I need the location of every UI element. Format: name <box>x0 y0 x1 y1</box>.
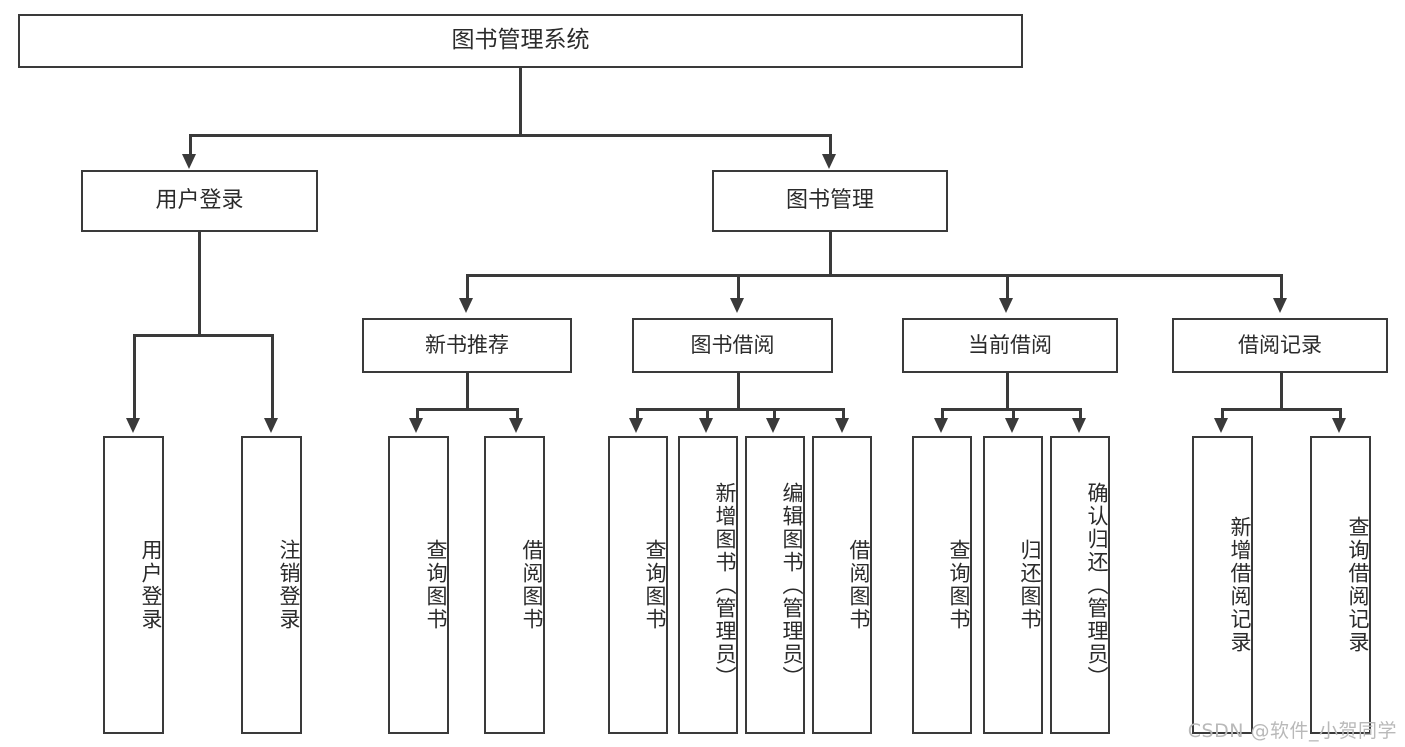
edge-cb-drop-1 <box>941 408 944 420</box>
node-leaf-add-book-label: 新增图书（管理员） <box>713 481 737 689</box>
edge-bb-drop-4 <box>842 408 845 420</box>
node-leaf-query-record[interactable]: 查询借阅记录 <box>1310 436 1371 734</box>
node-leaf-user-login-label: 用户登录 <box>139 539 163 631</box>
node-leaf-user-login[interactable]: 用户登录 <box>103 436 164 734</box>
arrow-to-book-borrow <box>730 298 744 313</box>
arrow-to-borrow-record <box>1273 298 1287 313</box>
node-new-book-recommend[interactable]: 新书推荐 <box>362 318 572 373</box>
node-leaf-user-logout[interactable]: 注销登录 <box>241 436 302 734</box>
node-new-book-recommend-label: 新书推荐 <box>425 332 509 357</box>
edge-borrow-record-bar <box>1221 408 1341 411</box>
node-borrow-record[interactable]: 借阅记录 <box>1172 318 1388 373</box>
edge-level3-bar <box>466 274 1280 277</box>
node-leaf-confirm-return[interactable]: 确认归还（管理员） <box>1050 436 1110 734</box>
node-leaf-return-book-label: 归还图书 <box>1018 539 1042 631</box>
edge-current-borrow-bar <box>941 408 1080 411</box>
node-book-borrow-label: 图书借阅 <box>690 332 775 357</box>
arrow-leaf-add-book <box>699 418 713 433</box>
edge-br-drop-1 <box>1221 408 1224 420</box>
edge-current-borrow-stem <box>1006 373 1009 410</box>
edge-user-login-drop-2 <box>271 334 274 420</box>
node-leaf-query-book-2-label: 查询图书 <box>643 539 667 631</box>
arrow-leaf-return-book <box>1005 418 1019 433</box>
node-root-label: 图书管理系统 <box>451 27 590 54</box>
csdn-watermark: CSDN @软件_小贺同学 <box>1187 720 1397 742</box>
node-leaf-query-book-3[interactable]: 查询图书 <box>912 436 972 734</box>
edge-to-user-login <box>189 134 192 156</box>
arrow-to-current-borrow <box>999 298 1013 313</box>
arrow-leaf-add-record <box>1214 418 1228 433</box>
arrow-leaf-query-record <box>1332 418 1346 433</box>
arrow-leaf-query-book-1 <box>409 418 423 433</box>
arrow-to-user-login <box>182 154 196 169</box>
arrow-to-new-book-recommend <box>459 298 473 313</box>
edge-nbr-drop-1 <box>416 408 419 420</box>
arrow-leaf-borrow-book-2 <box>835 418 849 433</box>
edge-bb-drop-1 <box>636 408 639 420</box>
node-leaf-query-book-3-label: 查询图书 <box>947 539 971 631</box>
edge-borrow-record-stem <box>1280 373 1283 410</box>
node-leaf-add-record[interactable]: 新增借阅记录 <box>1192 436 1253 734</box>
edge-new-book-recommend-stem <box>466 373 469 410</box>
edge-book-borrow-bar <box>636 408 844 411</box>
edge-br-drop-2 <box>1339 408 1342 420</box>
edge-level2-bar <box>189 134 832 137</box>
node-current-borrow-label: 当前借阅 <box>968 332 1052 357</box>
node-leaf-borrow-book-2-label: 借阅图书 <box>847 539 871 631</box>
edge-root-stem <box>519 68 522 136</box>
arrow-leaf-edit-book <box>766 418 780 433</box>
arrow-to-book-manage <box>822 154 836 169</box>
edge-nbr-drop-2 <box>516 408 519 420</box>
edge-cb-drop-2 <box>1012 408 1015 420</box>
node-leaf-edit-book[interactable]: 编辑图书（管理员） <box>745 436 805 734</box>
node-book-manage-label: 图书管理 <box>785 187 874 213</box>
node-leaf-query-record-label: 查询借阅记录 <box>1346 516 1370 654</box>
edge-to-new-book-recommend <box>466 274 469 300</box>
arrow-leaf-confirm-return <box>1072 418 1086 433</box>
node-user-login-label: 用户登录 <box>155 187 244 213</box>
edge-to-current-borrow <box>1006 274 1009 300</box>
arrow-leaf-borrow-book-1 <box>509 418 523 433</box>
node-leaf-add-book[interactable]: 新增图书（管理员） <box>678 436 738 734</box>
edge-book-manage-stem <box>829 232 832 276</box>
node-user-login[interactable]: 用户登录 <box>81 170 318 232</box>
edge-new-book-recommend-bar <box>416 408 518 411</box>
arrow-leaf-query-book-3 <box>934 418 948 433</box>
node-leaf-query-book-1[interactable]: 查询图书 <box>388 436 449 734</box>
edge-book-borrow-stem <box>737 373 740 410</box>
arrow-leaf-query-book-2 <box>629 418 643 433</box>
edge-user-login-drop-1 <box>133 334 136 420</box>
edge-bb-drop-3 <box>773 408 776 420</box>
node-leaf-borrow-book-2[interactable]: 借阅图书 <box>812 436 872 734</box>
node-current-borrow[interactable]: 当前借阅 <box>902 318 1118 373</box>
node-leaf-return-book[interactable]: 归还图书 <box>983 436 1043 734</box>
arrow-leaf-user-login <box>126 418 140 433</box>
edge-user-login-stem <box>198 232 201 336</box>
edge-to-book-manage <box>829 134 832 156</box>
node-leaf-confirm-return-label: 确认归还（管理员） <box>1085 481 1109 689</box>
edge-cb-drop-3 <box>1079 408 1082 420</box>
arrow-leaf-user-logout <box>264 418 278 433</box>
edge-user-login-bar <box>133 334 272 337</box>
edge-to-book-borrow <box>737 274 740 300</box>
node-leaf-edit-book-label: 编辑图书（管理员） <box>780 481 804 689</box>
edge-bb-drop-2 <box>706 408 709 420</box>
node-leaf-add-record-label: 新增借阅记录 <box>1228 516 1252 654</box>
edge-to-borrow-record <box>1280 274 1283 300</box>
node-borrow-record-label: 借阅记录 <box>1238 332 1322 357</box>
node-book-manage[interactable]: 图书管理 <box>712 170 948 232</box>
node-leaf-borrow-book-1[interactable]: 借阅图书 <box>484 436 545 734</box>
node-leaf-query-book-2[interactable]: 查询图书 <box>608 436 668 734</box>
node-root[interactable]: 图书管理系统 <box>18 14 1023 68</box>
node-leaf-borrow-book-1-label: 借阅图书 <box>520 539 544 631</box>
node-leaf-user-logout-label: 注销登录 <box>277 539 301 631</box>
node-leaf-query-book-1-label: 查询图书 <box>424 539 448 631</box>
node-book-borrow[interactable]: 图书借阅 <box>632 318 833 373</box>
